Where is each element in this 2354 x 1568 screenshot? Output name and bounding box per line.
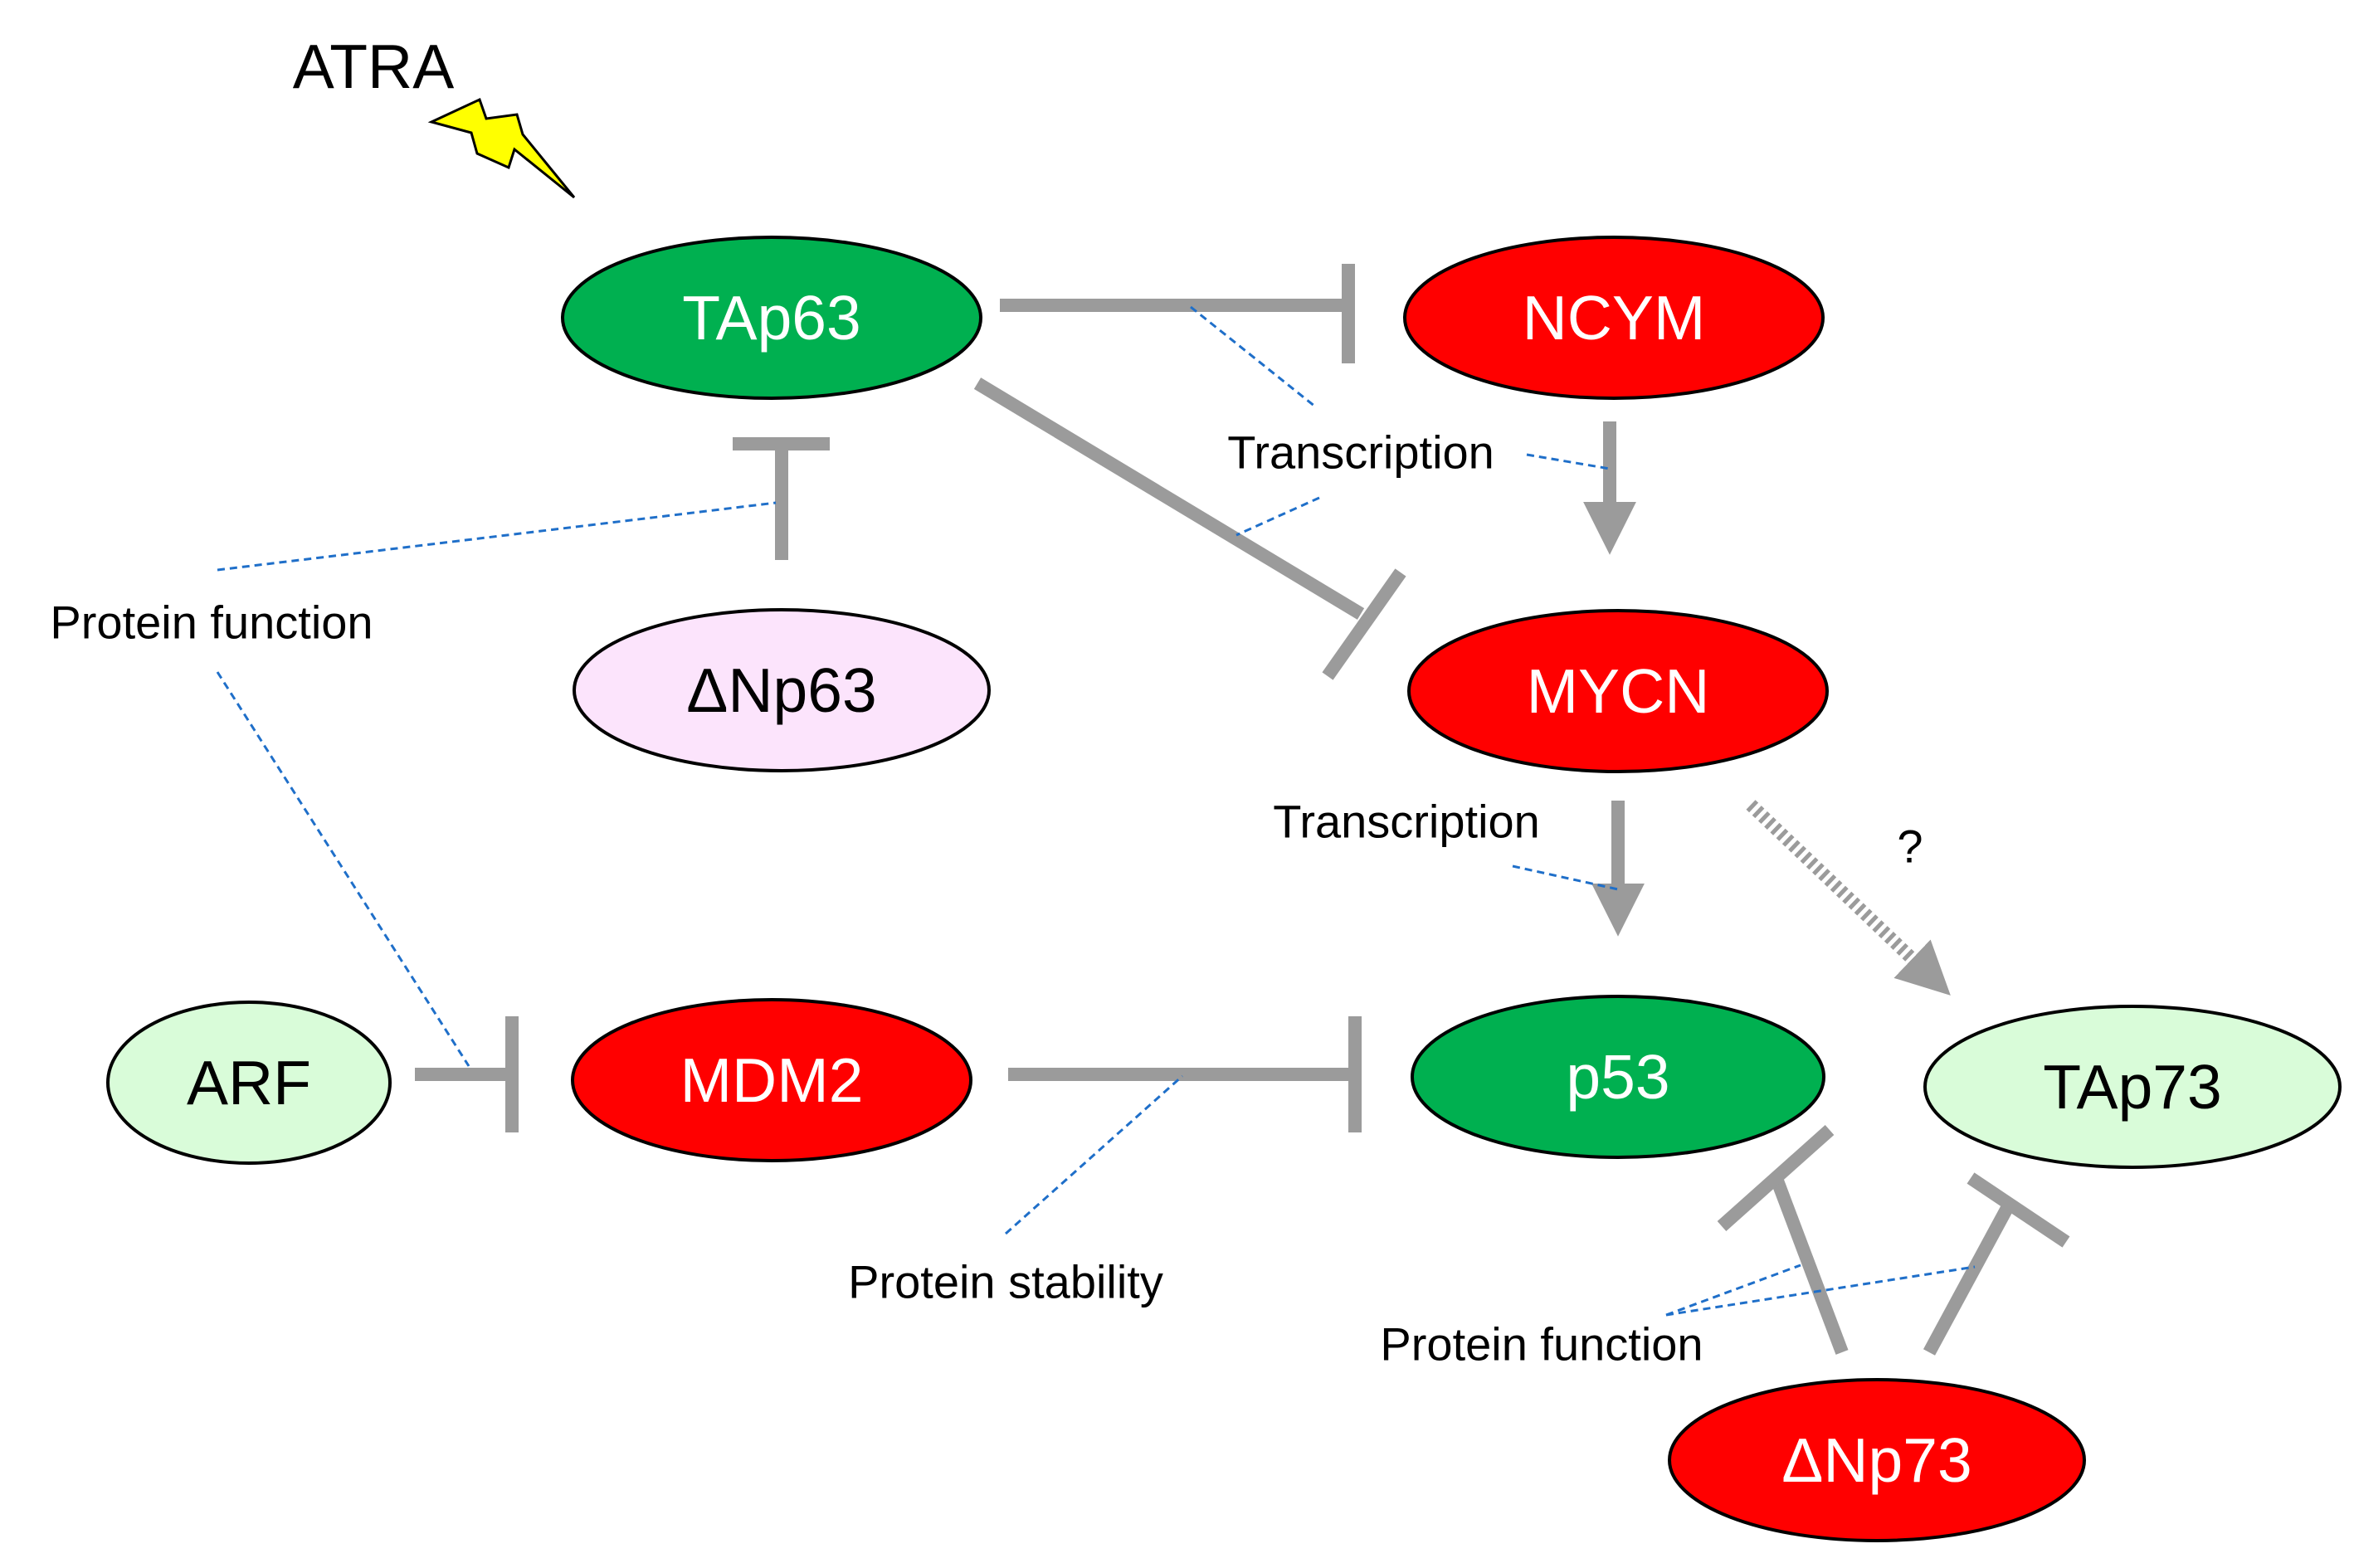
edge-dnp73-inhibits-p53 (1717, 1125, 1849, 1355)
dnp73-ellipse (1668, 1378, 2086, 1542)
edge-arf-inhibits-mdm2 (415, 1016, 519, 1132)
edge-dnp73-inhibits-tap73 (1923, 1172, 2070, 1356)
dnp73-label: ΔNp73 (1781, 1425, 1971, 1495)
annotation-protein-function-left: Protein function (50, 597, 373, 649)
arf-label: ARF (187, 1048, 311, 1118)
ncym-ellipse (1403, 236, 1825, 400)
p53-label: p53 (1566, 1042, 1669, 1112)
node-tap73: TAp73 (1923, 1005, 2342, 1169)
leaders-transcription-upper (1190, 305, 1611, 537)
node-tap63: TAp63 (561, 236, 982, 400)
leader-protein-stability (1005, 1074, 1183, 1235)
mdm2-ellipse (571, 998, 972, 1162)
node-mdm2: MDM2 (571, 998, 972, 1162)
mdm2-label: MDM2 (680, 1045, 864, 1115)
atra-label: ATRA (293, 32, 454, 101)
mycn-label: MYCN (1527, 656, 1710, 726)
tap63-ellipse (561, 236, 982, 400)
leaders-protein-function-bottom (1665, 1264, 1976, 1317)
tap73-ellipse (1923, 1005, 2342, 1169)
tap73-label: TAp73 (2043, 1052, 2221, 1122)
edge-mycn-to-tap73-uncertain (1746, 800, 1951, 996)
node-mycn: MYCN (1407, 609, 1829, 773)
node-dnp73: ΔNp73 (1668, 1378, 2086, 1542)
dnp63-ellipse (573, 608, 991, 772)
p53-ellipse (1411, 995, 1825, 1159)
annotation-protein-function-bottom: Protein function (1380, 1318, 1703, 1371)
ncym-label: NCYM (1523, 283, 1706, 353)
tap63-label: TAp63 (682, 283, 860, 353)
mycn-ellipse (1407, 609, 1829, 773)
dnp63-label: ΔNp63 (686, 655, 876, 725)
annotation-protein-stability: Protein stability (848, 1256, 1163, 1308)
node-arf: ARF (106, 1001, 392, 1165)
arf-ellipse (106, 1001, 392, 1165)
annotation-transcription-upper: Transcription (1227, 426, 1494, 479)
lightning-bolt-icon (427, 97, 576, 199)
edge-dnp63-inhibits-tap63 (733, 437, 830, 560)
leader-transcription-lower (1512, 864, 1619, 891)
leaders-protein-function-left (216, 501, 777, 1067)
node-ncym: NCYM (1403, 236, 1825, 400)
annotation-transcription-lower: Transcription (1273, 796, 1540, 848)
edge-tap63-inhibits-mycn (973, 377, 1406, 680)
edge-tap63-inhibits-ncym (1000, 264, 1355, 363)
annotation-unknown-link: ? (1897, 821, 1923, 873)
node-p53: p53 (1411, 995, 1825, 1159)
edge-mdm2-inhibits-p53 (1008, 1016, 1362, 1132)
node-dnp63: ΔNp63 (573, 608, 991, 772)
